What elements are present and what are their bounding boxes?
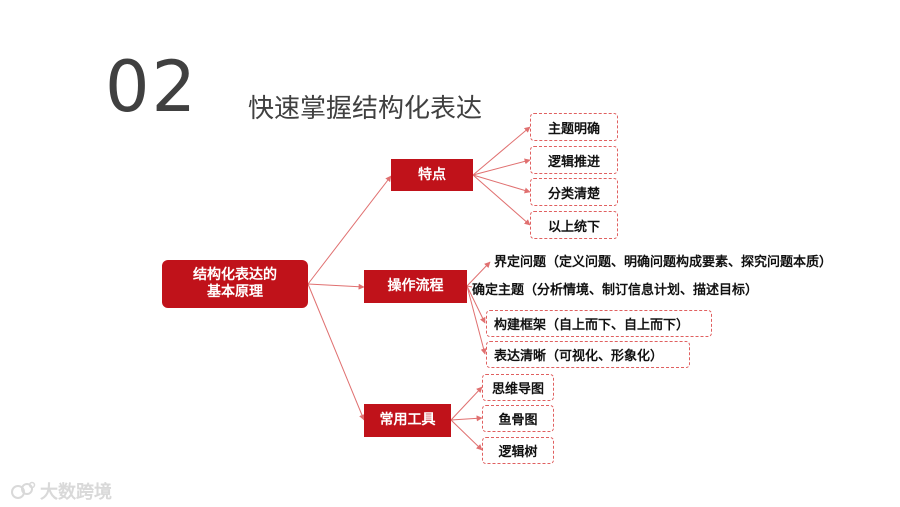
features-item: 分类清楚 [530,178,618,206]
line-features-item-4 [472,174,531,226]
line-process-item-4 [466,285,487,355]
line-process-item-3 [466,285,486,324]
line-process-item-1 [466,261,491,287]
watermark-text: 大数跨境 [40,482,112,503]
line-tools-item-1 [450,386,483,421]
slide-title: 快速掌握结构化表达 [248,94,483,124]
line-features-item-1 [472,126,531,176]
line-tools-item-3 [450,419,483,451]
root-node: 结构化表达的 基本原理 [162,260,308,308]
line-process-item-2 [466,285,473,288]
line-features-item-2 [472,158,531,176]
tools-item: 鱼骨图 [482,405,554,432]
process-item: 界定问题（定义问题、明确问题构成要素、探究问题本质） [494,255,833,270]
line-features-item-3 [472,174,531,194]
section-number: 02 [105,46,199,128]
process-item: 确定主题（分析情境、制订信息计划、描述目标） [472,283,759,298]
tools-item: 逻辑树 [482,437,554,464]
process-item: 构建框架（自上而下、自上而下） [486,310,712,337]
watermark-icon [11,481,36,499]
branch-tools: 常用工具 [364,404,451,437]
branch-features: 特点 [391,159,473,191]
line-root-to-process [307,283,365,290]
features-item: 主题明确 [530,113,618,141]
process-item: 表达清晰（可视化、形象化） [486,341,690,368]
features-item: 逻辑推进 [530,146,618,174]
branch-process: 操作流程 [364,270,467,303]
line-root-to-tools [307,283,365,421]
line-tools-item-2 [450,415,483,422]
line-root-to-features [307,175,392,285]
tools-item: 思维导图 [482,374,554,401]
watermark-logo: 大数跨境 [10,478,112,504]
features-item: 以上统下 [530,211,618,239]
